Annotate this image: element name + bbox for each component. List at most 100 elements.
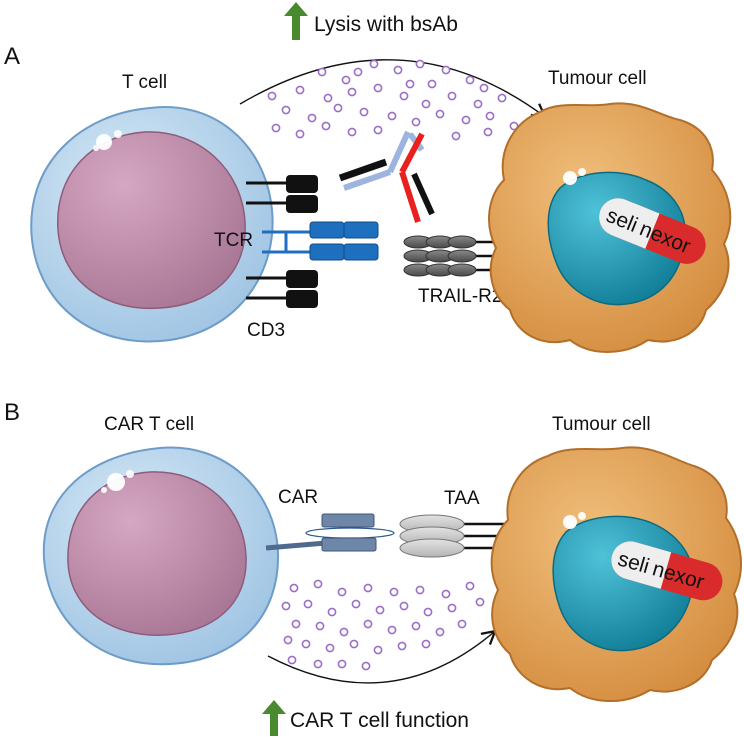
cytokine-dot <box>375 605 385 615</box>
panel-b-letter: B <box>4 399 20 426</box>
cytokine-dot <box>315 621 325 631</box>
cytokine-dot <box>317 67 327 77</box>
car-t-cell <box>42 446 280 666</box>
cytokine-dot <box>441 65 451 75</box>
cytokine-dot <box>393 65 403 75</box>
cytokine-dot <box>373 645 383 655</box>
cytokine-dot <box>373 125 383 135</box>
tumour-cell-label-a: Tumour cell <box>548 68 647 89</box>
cytokine-dot <box>295 85 305 95</box>
cytokine-dot <box>321 121 331 131</box>
cytokine-dot <box>349 639 359 649</box>
car-t-cell-label: CAR T cell <box>104 414 194 435</box>
cytokine-dot <box>341 75 351 85</box>
cytokine-dot <box>337 659 347 669</box>
cytokine-dot <box>281 105 291 115</box>
cd3-lower <box>246 270 318 308</box>
cytokine-dot <box>399 601 409 611</box>
panel-a-letter: A <box>4 43 20 70</box>
cytokine-dot <box>451 131 461 141</box>
cytokine-dot <box>347 127 357 137</box>
cytokine-dot <box>415 59 425 69</box>
car-receptor <box>265 513 395 552</box>
cytokine-dot <box>361 661 371 671</box>
cytokine-dot <box>301 639 311 649</box>
cytokine-dot <box>475 597 485 607</box>
cytokine-dot <box>325 643 335 653</box>
tcr-receptor <box>262 221 379 261</box>
panel-b-footer: CAR T cell function <box>290 709 469 732</box>
cytokine-dot <box>465 75 475 85</box>
cytokine-dot <box>291 619 301 629</box>
cytokine-dot <box>465 581 475 591</box>
cytokine-dot <box>405 79 415 89</box>
cytokine-dot <box>435 627 445 637</box>
cytokine-dot <box>473 99 483 109</box>
cytokine-dot <box>479 83 489 93</box>
cytokine-dot <box>271 123 281 133</box>
up-arrow-icon-footer <box>262 700 286 736</box>
cytokine-dot <box>397 641 407 651</box>
cytokine-dot <box>347 87 357 97</box>
cd3-label: CD3 <box>247 320 285 341</box>
taa-label: TAA <box>444 488 480 509</box>
cytokine-dot <box>287 655 297 665</box>
cytokine-dot <box>497 93 507 103</box>
cytokine-dot <box>281 601 291 611</box>
bispecific-antibody <box>338 130 435 223</box>
t-cell-a <box>30 106 274 343</box>
cytokine-dot <box>441 589 451 599</box>
cytokine-dot <box>411 117 421 127</box>
trail-r2-label: TRAIL-R2 <box>418 286 502 307</box>
cd3-upper <box>246 175 318 213</box>
cytokine-dot <box>447 603 457 613</box>
cytokine-dot <box>447 91 457 101</box>
cytokine-dot <box>387 111 397 121</box>
cytokine-dot <box>457 619 467 629</box>
cytokine-dot <box>337 587 347 597</box>
cytokine-dot <box>353 67 363 77</box>
cytokine-dot <box>267 91 277 101</box>
cytokine-dot <box>423 607 433 617</box>
curved-arrow-a <box>239 59 547 119</box>
cytokine-dot <box>339 627 349 637</box>
cytokine-dot <box>421 639 431 649</box>
cytokine-dot <box>313 659 323 669</box>
cytokine-dots-b <box>281 579 485 671</box>
selinexor-pill-b: seli nexor <box>611 541 723 601</box>
cytokine-dot <box>363 619 373 629</box>
cytokine-dot <box>359 107 369 117</box>
car-label: CAR <box>278 487 318 508</box>
cytokine-dot <box>399 91 409 101</box>
panel-a-header: Lysis with bsAb <box>314 13 458 36</box>
cytokine-dot <box>351 599 361 609</box>
cytokine-dot <box>289 583 299 593</box>
cytokine-dot <box>411 621 421 631</box>
cytokine-dot <box>323 93 333 103</box>
cytokine-dot <box>307 113 317 123</box>
cytokine-dot <box>373 83 383 93</box>
cytokine-dot <box>283 635 293 645</box>
cytokine-dot <box>295 129 305 139</box>
cytokine-dot <box>333 103 343 113</box>
tumour-cell-label-b: Tumour cell <box>552 414 651 435</box>
selinexor-pill-a: seli nexor <box>599 198 706 264</box>
cytokine-dots-a <box>267 59 519 141</box>
t-cell-label: T cell <box>122 72 167 93</box>
cytokine-dot <box>313 579 323 589</box>
up-arrow-icon <box>284 2 308 40</box>
cytokine-dot <box>421 99 431 109</box>
cytokine-dot <box>327 607 337 617</box>
cytokine-dot <box>483 127 493 137</box>
cytokine-dot <box>415 585 425 595</box>
cytokine-dot <box>485 111 495 121</box>
curved-arrow-b <box>267 629 497 684</box>
cytokine-dot <box>389 587 399 597</box>
cytokine-dot <box>363 583 373 593</box>
cytokine-dot <box>461 115 471 125</box>
cytokine-dot <box>427 79 437 89</box>
cytokine-dot <box>303 599 313 609</box>
cytokine-dot <box>435 109 445 119</box>
tcr-label: TCR <box>214 230 253 251</box>
